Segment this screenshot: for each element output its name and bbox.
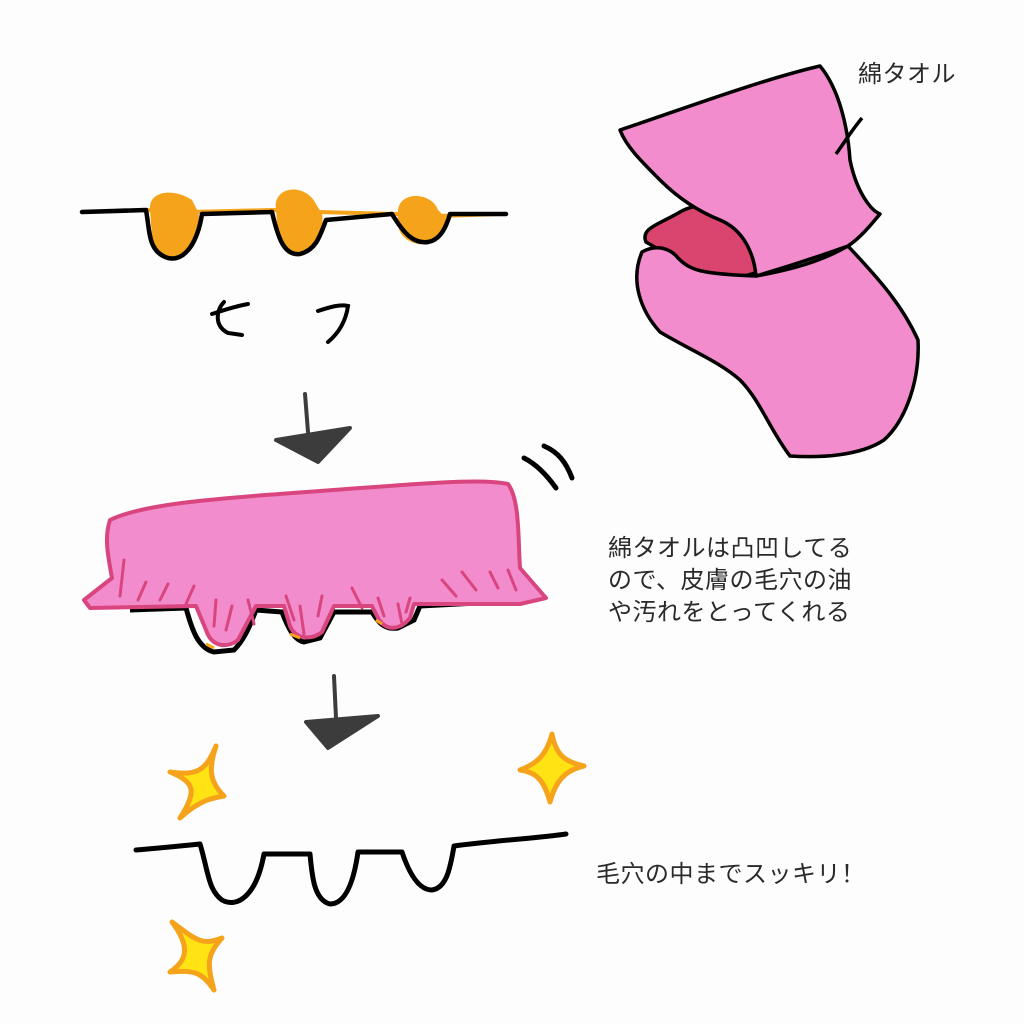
pores-with-sebum [79, 189, 509, 261]
sparkle-icon [517, 731, 587, 805]
explanation-line: 綿タオルは凸凹してる [608, 534, 853, 562]
sparkle-icon [167, 919, 225, 993]
towel-wiping [82, 479, 548, 655]
clean-pores [133, 831, 569, 907]
sparkle-icon [167, 743, 227, 821]
result-text: 毛穴の中までスッキリ！ [596, 860, 866, 888]
cotton-towel-drawing [618, 64, 920, 459]
down-arrow-1 [274, 392, 352, 464]
explanation-line: や汚れをとってくれる [608, 598, 851, 626]
explanation-text: 綿タオルは凸凹してる ので、皮膚の毛穴の油 や汚れをとってくれる [608, 532, 852, 628]
motion-lines [521, 443, 575, 491]
sparkle-icons [167, 731, 587, 993]
towel-label: 綿タオル [858, 60, 956, 88]
down-arrow-2 [304, 674, 380, 750]
mofu-sound-effect [210, 300, 351, 344]
explanation-line: ので、皮膚の毛穴の油 [608, 566, 853, 594]
